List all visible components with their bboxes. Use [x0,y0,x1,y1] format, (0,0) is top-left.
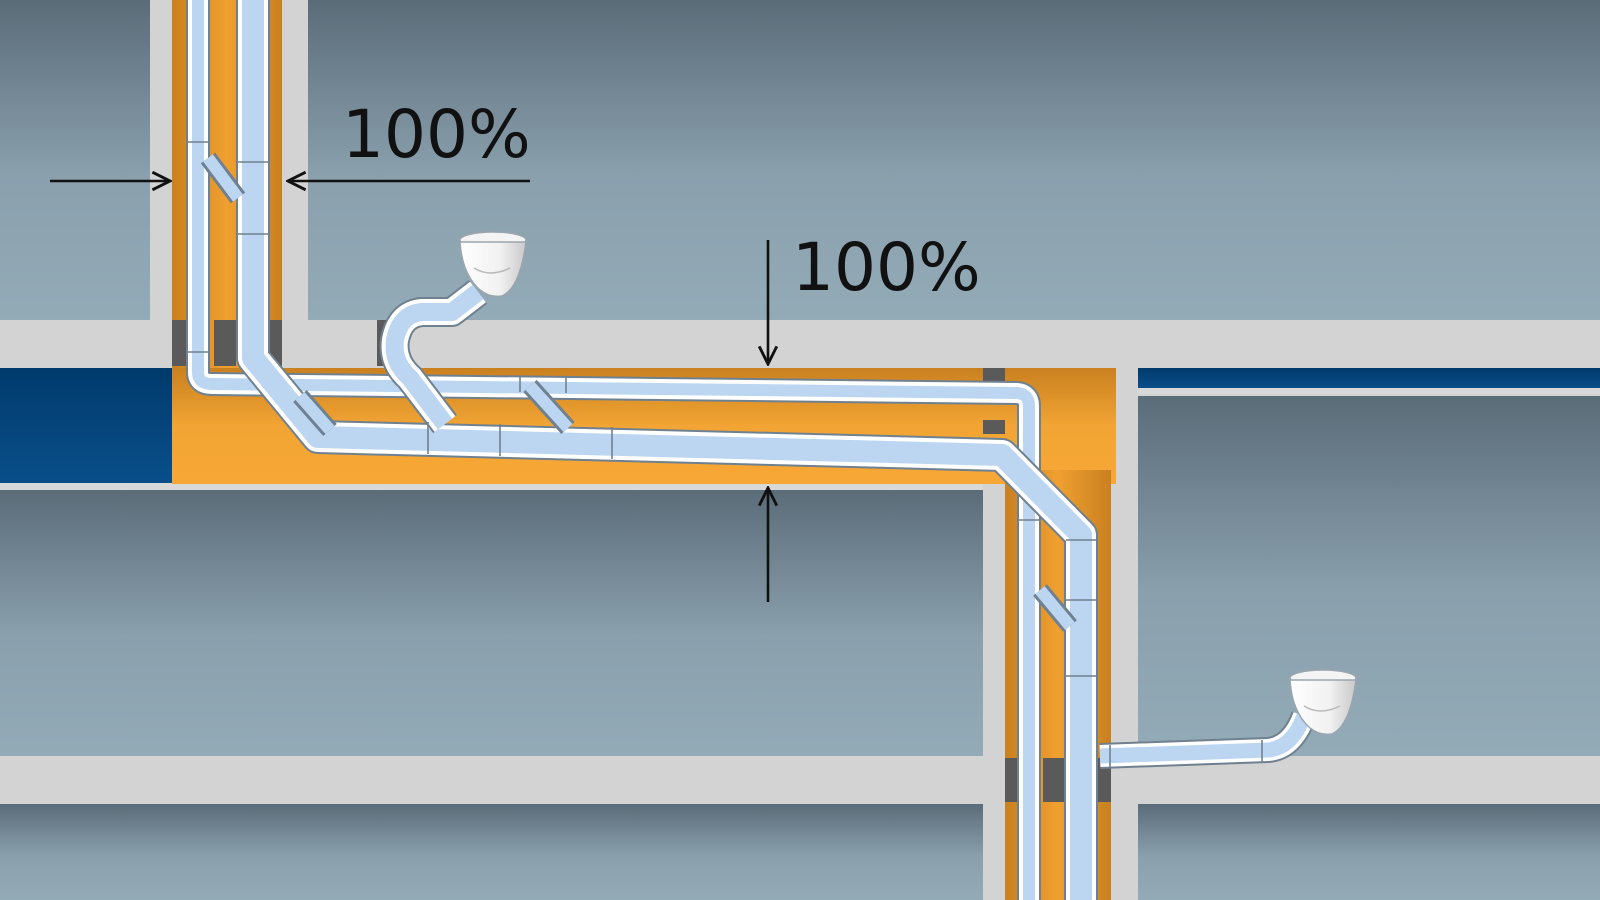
navy-channel-right [1138,368,1600,388]
toilet-bowl-icon [459,231,527,298]
vent-pipe [186,0,1041,900]
slab-height-label: 100% [792,229,981,306]
main-drain-pipe [236,0,1098,900]
fire-collar [172,320,186,366]
room-top-left [0,0,150,320]
fire-collar [1005,758,1019,802]
pipe-joints [186,141,1263,767]
room-middle-left [0,490,983,756]
upper-toilet-branch [379,280,488,434]
room-bottom-left [0,804,983,900]
fire-collar [983,420,1005,434]
fire-collar [1097,758,1111,802]
shaft-width-label: 100% [342,96,531,173]
fire-collars [172,320,1111,802]
lower-toilet-branch [1099,710,1317,769]
toilet-bowl-icon [1289,669,1357,736]
fire-collar [214,320,236,366]
light-strip-right [1138,388,1600,394]
room-top-right [308,0,1600,320]
room-middle-right [1138,396,1600,756]
light-strip-left [0,483,983,490]
branch-connectors [200,152,1077,632]
fire-collar [1043,758,1065,802]
room-bottom-right [1138,804,1600,900]
pipe-system [186,0,1317,900]
navy-channel-left [0,368,172,483]
